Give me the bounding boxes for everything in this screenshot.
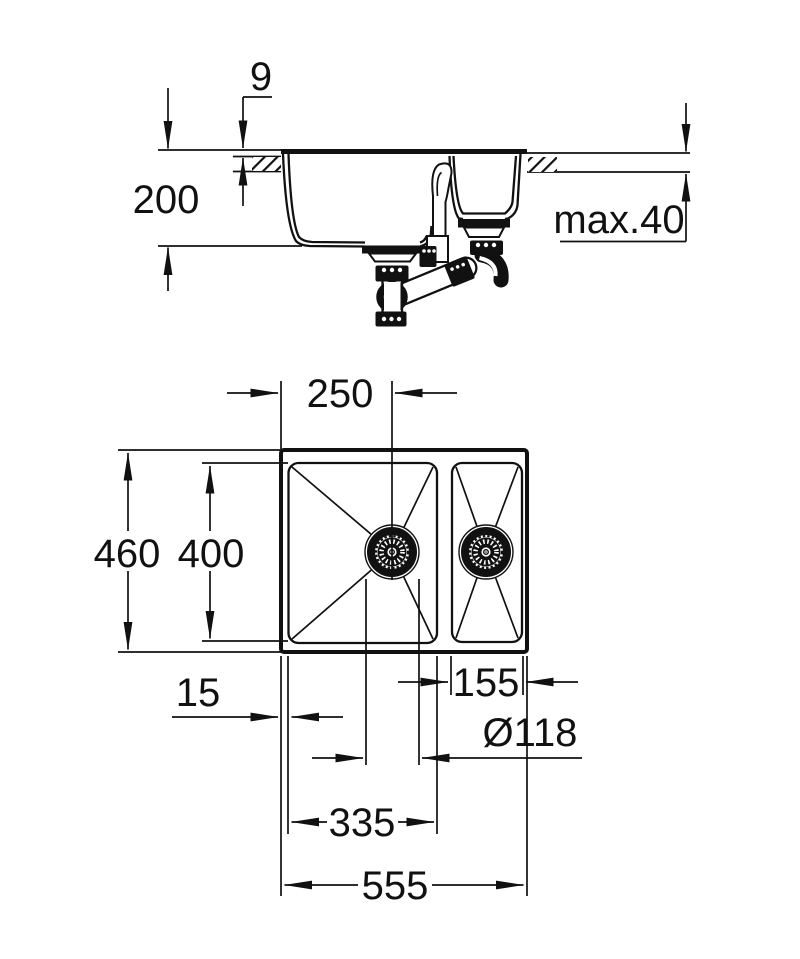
main-drain-flange	[362, 245, 422, 254]
main-bowl-outline	[287, 461, 439, 645]
collar-dot	[381, 316, 387, 322]
dim-drain-offset: 250	[227, 372, 457, 416]
dim-label-drain-diameter: Ø118	[483, 711, 578, 755]
countertop-hatch-left	[252, 157, 281, 171]
dim-outer-width: 555	[284, 864, 524, 908]
cross-pipe-coupling	[444, 256, 475, 287]
elbow-highlight	[478, 256, 498, 277]
elbow-pipe	[474, 247, 509, 288]
bowl-profile	[281, 153, 522, 248]
main-drain-cup	[367, 252, 418, 263]
small-drain-cup	[462, 226, 506, 238]
main-pipe-core	[384, 282, 401, 313]
coupling-band	[444, 256, 475, 287]
extension-lines	[118, 381, 528, 896]
small-drain	[459, 525, 513, 579]
dim-label-rim-height: 9	[250, 55, 272, 99]
collar-dot	[450, 267, 454, 271]
dim-rim-height: 9	[238, 55, 272, 206]
collar-dot	[427, 249, 431, 253]
collar-dot	[389, 267, 395, 273]
collar-dot	[483, 242, 489, 248]
dim-label-depth: 200	[133, 178, 200, 222]
overflow-pipe-body	[431, 162, 453, 244]
drain-assembly	[362, 219, 510, 327]
overflow-stub-collar	[419, 246, 437, 267]
dim-label-small-bowl-width: 155	[453, 661, 520, 705]
dim-label-left-edge: 15	[176, 671, 221, 715]
small-bowl-outer-right	[504, 153, 522, 221]
small-bowl-cavity	[452, 155, 518, 215]
dim-left-edge: 15	[172, 671, 343, 722]
main-bowl-inner-wall	[287, 153, 366, 244]
dim-inner-depth: 400	[178, 465, 245, 639]
main-bowl-right-rise-inner	[419, 235, 428, 244]
collar-dot	[491, 242, 497, 248]
dim-label-outer-depth: 460	[94, 532, 161, 576]
small-drain-flange	[458, 219, 510, 228]
dim-countertop-max: max.40	[553, 103, 691, 243]
collar-dot	[381, 267, 387, 273]
small-bowl-outline	[450, 461, 524, 644]
dim-small-bowl-width: 155	[398, 661, 578, 705]
dim-drain-diameter: Ø118	[312, 711, 582, 763]
dim-label-drain-offset: 250	[307, 372, 374, 416]
dim-main-bowl-width: 335	[291, 801, 435, 845]
collar-dot	[389, 316, 394, 322]
collar-dot	[475, 242, 481, 248]
main-bowl-outer-wall	[281, 153, 366, 248]
countertop-hatch-right	[528, 157, 557, 172]
dim-label-countertop: max.40	[553, 198, 684, 242]
dim-outer-depth: 460	[94, 452, 161, 650]
collar-dot	[432, 249, 436, 253]
overflow-pipe-detail	[436, 171, 443, 197]
side-view: 9 200 max.40	[133, 55, 691, 327]
dim-bowl-depth: 200	[133, 88, 200, 291]
overflow-pipe	[431, 162, 453, 244]
collar-dot	[422, 249, 426, 253]
plan-view: 250 460 400 15 155 Ø118	[94, 372, 582, 908]
dim-label-inner-depth: 400	[178, 532, 245, 576]
collar-dot	[461, 262, 465, 267]
collar-dot	[455, 265, 460, 269]
dim-label-main-bowl-width: 335	[329, 801, 396, 845]
collar-dot	[396, 316, 402, 322]
collar-dot	[397, 267, 403, 273]
dim-label-outer-width: 555	[362, 864, 429, 908]
